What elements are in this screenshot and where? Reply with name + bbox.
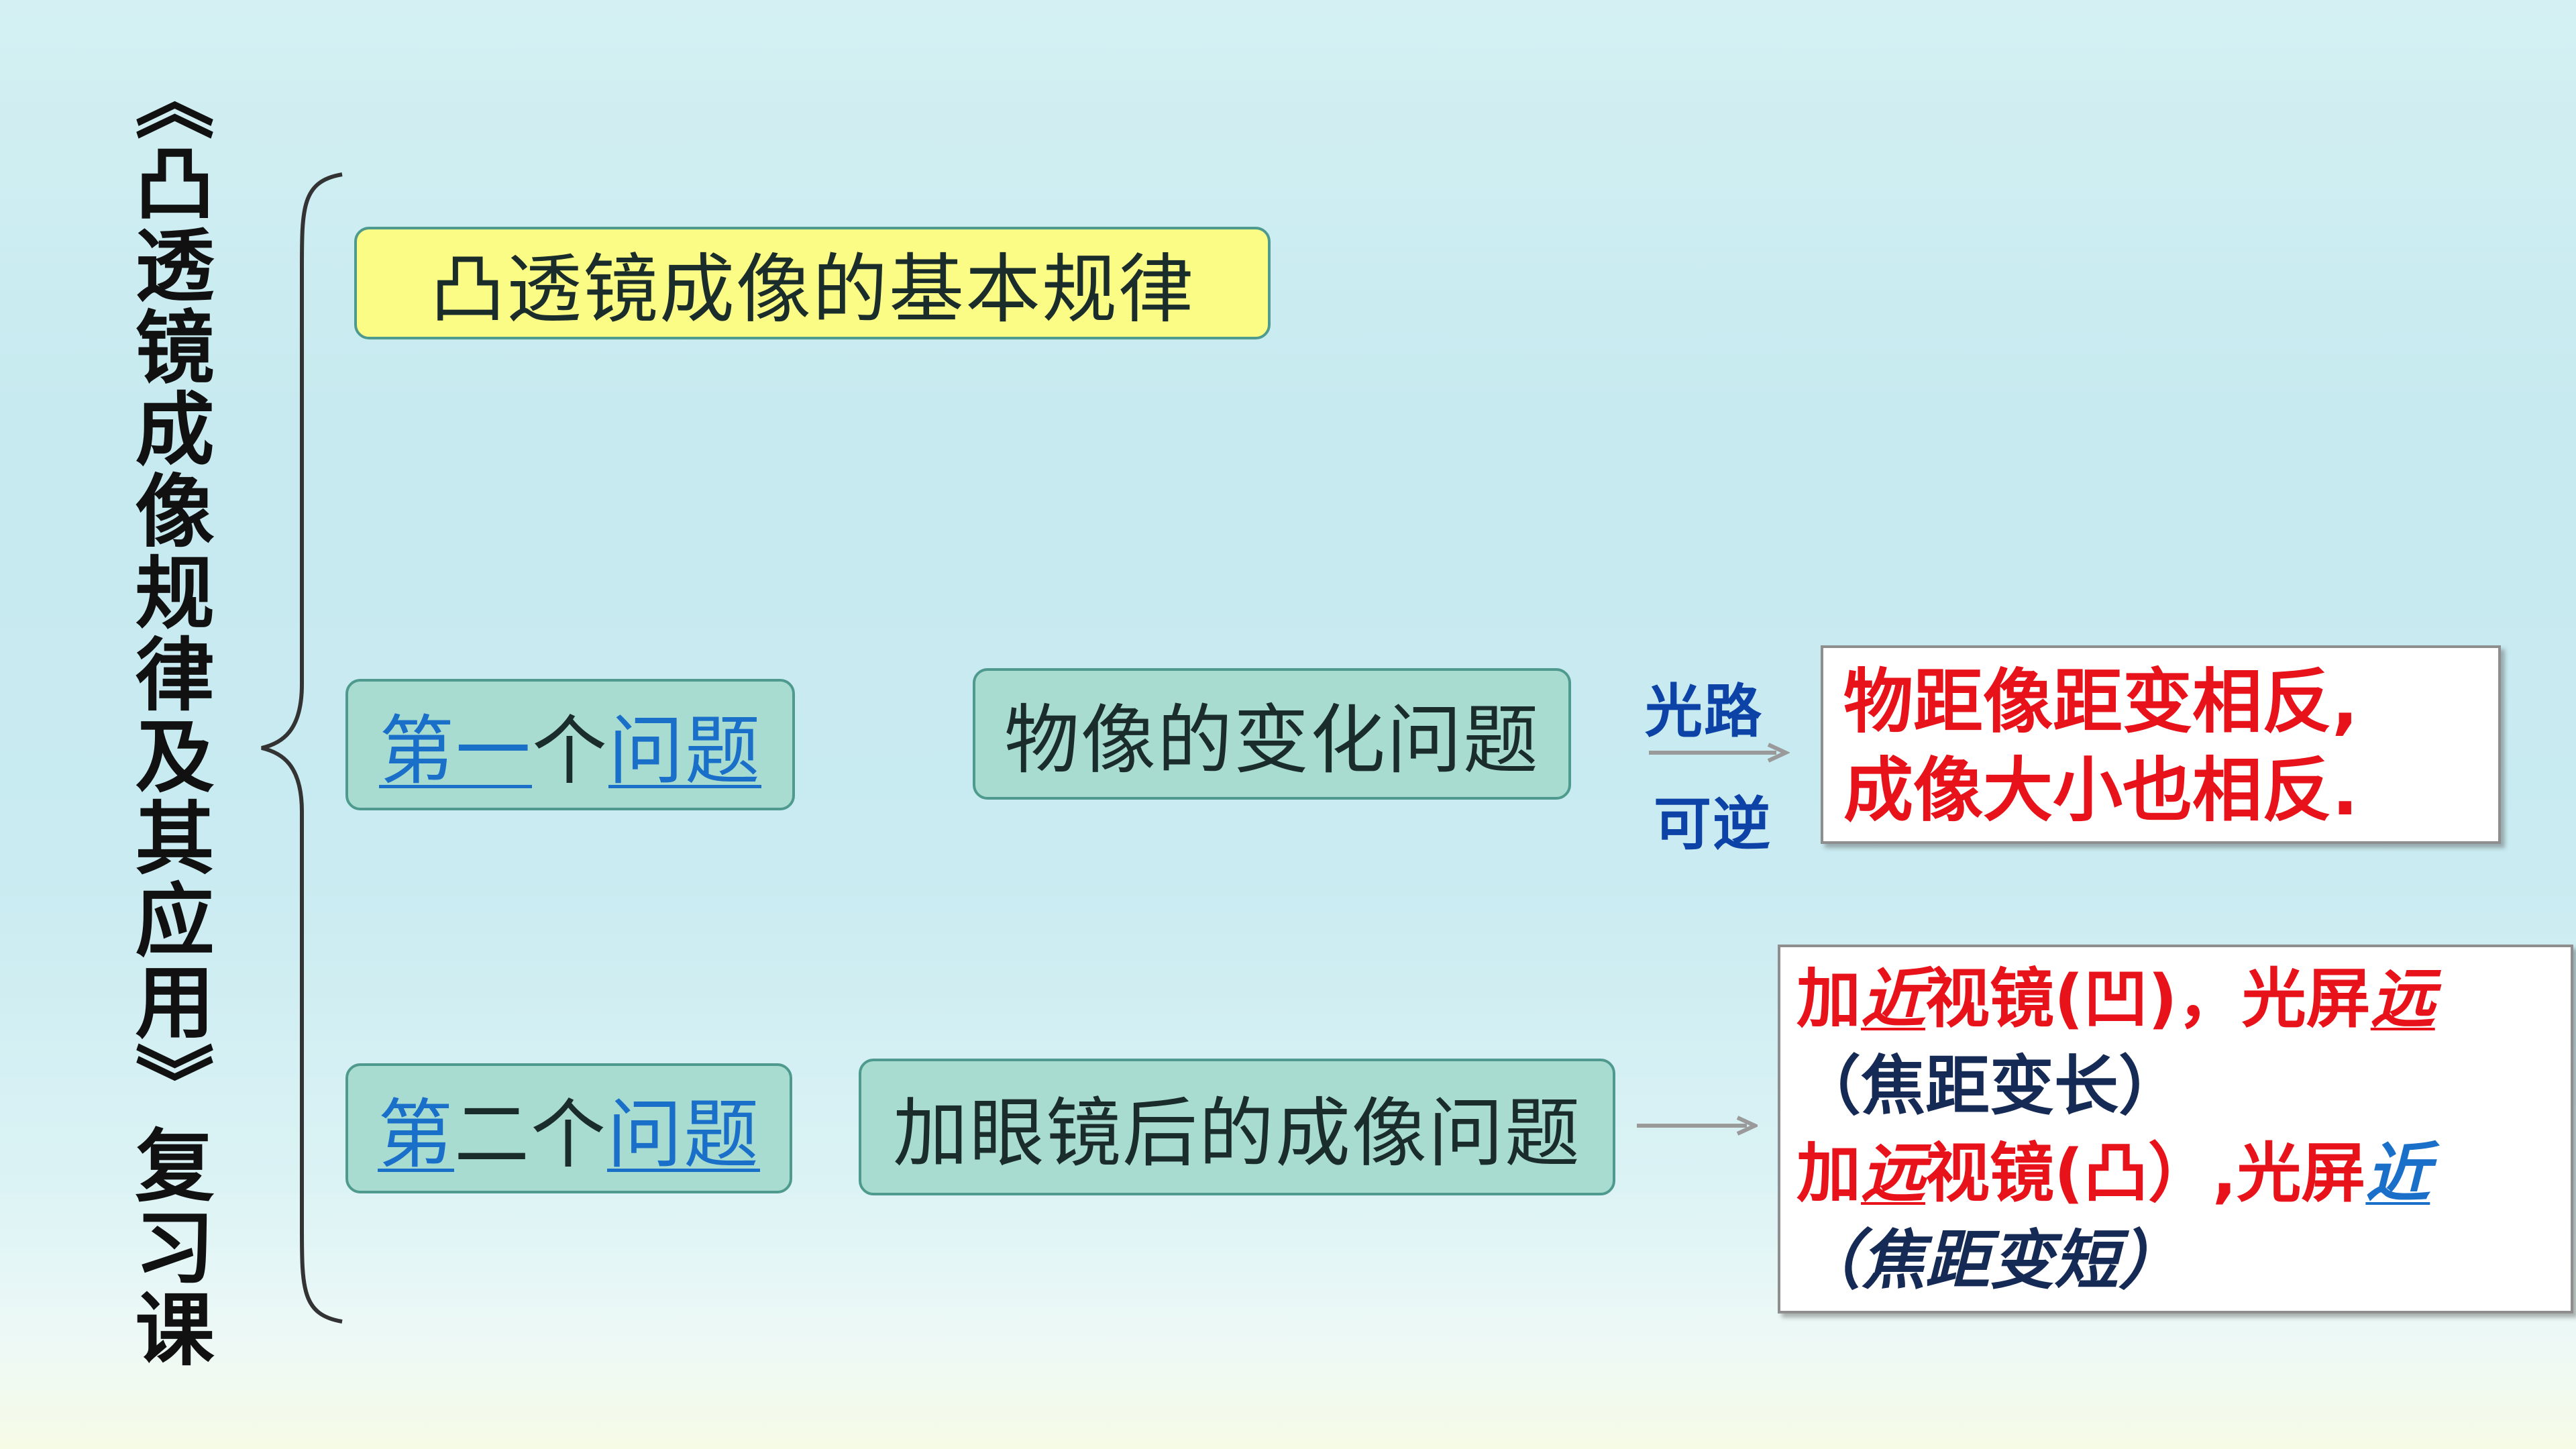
answer-1-line-1: 物距像距变相反, (1843, 661, 2359, 743)
answer-1-box: 物距像距变相反, 成像大小也相反. (1821, 645, 2501, 844)
answer-1-line-2: 成像大小也相反. (1843, 749, 2359, 831)
arrow-right-icon (1649, 743, 1790, 763)
question-1-link-part3[interactable]: 问题 (608, 708, 761, 795)
question-1-box[interactable]: 第一个问题 (345, 679, 795, 810)
answer-2-line-2: （焦距变长） (1796, 1049, 2183, 1124)
arrow-right-icon (1637, 1116, 1758, 1136)
question-1-topic-box: 物像的变化问题 (973, 668, 1571, 800)
answer-2-far-emphasis: 远 (1861, 1136, 1925, 1211)
vertical-title: 《凸透镜成像规律及其应用》复习课 (121, 60, 214, 1370)
answer-2-box: 加近视镜(凹)，光屏远 （焦距变长） 加远视镜(凸）,光屏近 （焦距变短） (1778, 945, 2573, 1313)
answer-2-line-1: 加近视镜(凹)，光屏远 (1796, 961, 2435, 1036)
arrow-label-top: 光路 (1645, 678, 1763, 745)
answer-2-near-emphasis: 近 (1861, 961, 1925, 1036)
question-2-link-part3[interactable]: 问题 (607, 1091, 760, 1179)
answer-2-line-4: （焦距变短） (1796, 1223, 2183, 1298)
question-2-topic: 加眼镜后的成像问题 (893, 1090, 1581, 1177)
curly-brace (261, 172, 343, 1324)
answer-2-line-3: 加远视镜(凸）,光屏近 (1796, 1136, 2430, 1211)
arrow-label-bottom: 可逆 (1654, 791, 1772, 858)
question-2-topic-box: 加眼镜后的成像问题 (859, 1059, 1615, 1195)
answer-2-far-screen-emphasis: 远 (2370, 961, 2435, 1036)
question-1-link-part1[interactable]: 第一 (379, 708, 532, 795)
question-2-label-part2: 二个 (454, 1091, 607, 1179)
answer-2-near-screen-emphasis: 近 (2365, 1136, 2430, 1211)
main-topic-box: 凸透镜成像的基本规律 (354, 227, 1271, 339)
question-1-label-part2: 个 (532, 708, 608, 795)
question-1-topic: 物像的变化问题 (1004, 697, 1540, 784)
main-topic-label: 凸透镜成像的基本规律 (430, 246, 1195, 333)
question-2-box[interactable]: 第二个问题 (345, 1063, 792, 1193)
question-2-link-part1[interactable]: 第 (378, 1091, 454, 1179)
